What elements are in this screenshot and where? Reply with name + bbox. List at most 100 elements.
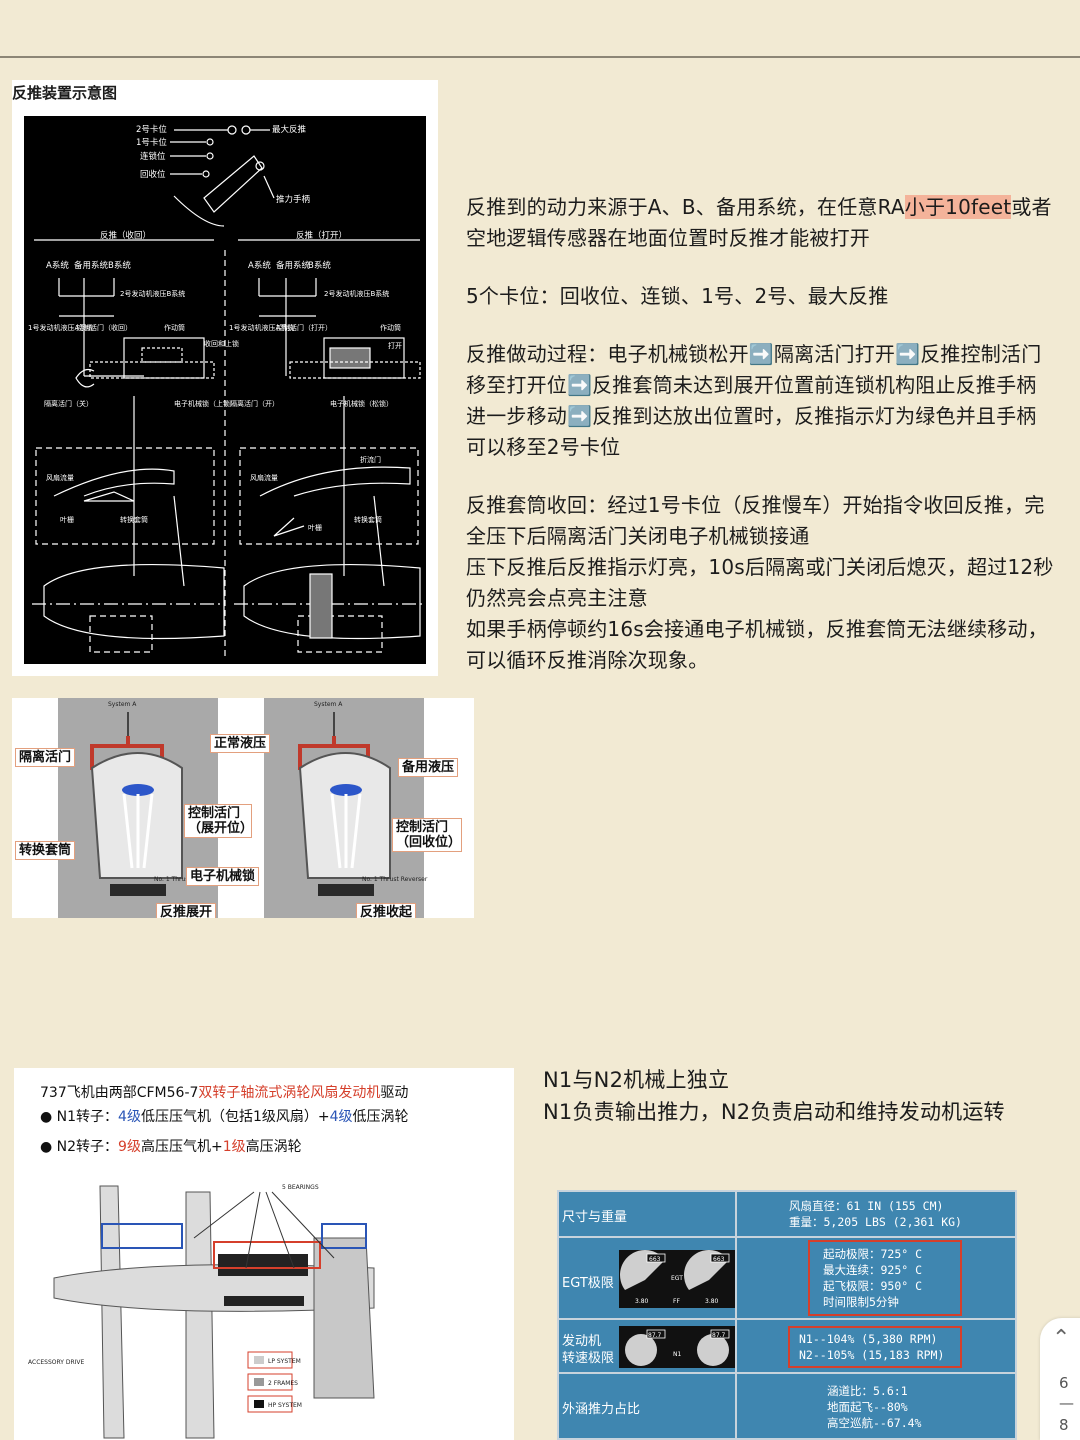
n2-e: 高压涡轮 — [245, 1139, 302, 1155]
right-sys-b: B系统 — [308, 260, 331, 271]
label-normal-hydraulic: 正常液压 — [210, 734, 271, 753]
n1-rotor-line: ● N1转子：4级低压压气机（包括1级风扇）+4级低压涡轮 — [40, 1106, 409, 1126]
row-size-value-1: 风扇直径：61 IN (155 CM) — [789, 1199, 944, 1213]
left-lbl-stowlock: 收回和上锁 — [204, 339, 239, 348]
egt-max-continuous: 最大连续：925° C — [823, 1263, 923, 1277]
engine-title-b: 驱动 — [380, 1085, 409, 1101]
lever-label-max: 最大反推 — [272, 124, 307, 135]
reverser-notes: 反推到的动力来源于A、B、备用系统，在任意RA小于10feet或者空地逻辑传感器… — [466, 192, 1056, 676]
n2-d: 1级 — [222, 1139, 246, 1155]
engine-figure: 737飞机由两部CFM56-7双转子轴流式涡轮风扇发动机驱动 ● N1转子：4级… — [14, 1068, 514, 1440]
right-lbl-isolation: 隔离活门（开） — [230, 399, 279, 408]
left-lbl-isolation: 隔离活门（关） — [44, 399, 93, 408]
hydraulic-diagram-figure: System A System A No. 1 Thrust Reverser … — [12, 698, 474, 918]
egt-limits-box — [808, 1240, 962, 1316]
bypass-takeoff: 地面起飞--80% — [827, 1400, 908, 1414]
right-lbl-control: 控制活门（打开） — [276, 323, 332, 332]
legend-frames: 2 FRAMES — [268, 1380, 298, 1387]
row-bypass-label: 外涵推力占比 — [562, 1402, 641, 1417]
left-sys-standby: 备用系统 — [74, 260, 109, 271]
lever-label-stow: 回收位 — [140, 169, 166, 180]
row-egt-label: EGT极限 — [562, 1276, 614, 1291]
engine-title-red: 双转子轴流式涡轮风扇发动机 — [198, 1085, 381, 1101]
chevron-up-icon[interactable]: ⌃ — [1052, 1326, 1071, 1351]
caption-stow: 反推收起 — [356, 903, 417, 918]
n1-readout-left: 87.7 — [648, 1332, 662, 1339]
left-lbl-control: 控制活门（收回） — [76, 323, 132, 332]
n2-a: ● N2转子： — [40, 1139, 119, 1155]
row-speed-label-1: 发动机 — [562, 1334, 602, 1349]
left-lbl-actuator: 作动筒 — [164, 323, 185, 332]
n1-center-label: N1 — [673, 1351, 681, 1358]
page-scroller[interactable]: ⌃ 6 — 8 — [1040, 1318, 1080, 1440]
left-systema-label: System A — [108, 701, 137, 708]
label-control-valve-stow: 控制活门（回收位） — [392, 818, 462, 852]
rotor-notes: N1与N2机械上独立 N1负责输出推力，N2负责启动和维持发动机运转 — [543, 1064, 1063, 1128]
ff-right: 3.80 — [705, 1298, 719, 1305]
right-lbl-cascade: 叶栅 — [308, 523, 322, 532]
right-sys-standby: 备用系统 — [276, 260, 311, 271]
left-sys-b: B系统 — [108, 260, 131, 271]
figure-caption: 反推装置示意图 — [12, 84, 118, 102]
engine-spec-table: 尺寸与重量 风扇直径：61 IN (155 CM) 重量：5,205 LBS (… — [557, 1190, 1017, 1440]
egt-readout-left: 663 — [649, 1256, 661, 1263]
n1-c: 低压压气机（包括1级风扇）+ — [140, 1109, 330, 1125]
right-lbl-sleeve: 转换套筒 — [354, 515, 382, 524]
n1-e: 低压涡轮 — [352, 1109, 409, 1125]
n1-b: 4级 — [118, 1109, 141, 1125]
right-lbl-open: 打开 — [388, 341, 402, 350]
egt-center-label: EGT — [671, 1275, 683, 1282]
bypass-cruise: 高空巡航--67.4% — [827, 1416, 922, 1430]
right-systema-label: System A — [314, 701, 343, 708]
label-translating-sleeve: 转换套筒 — [15, 841, 76, 860]
egt-time-limit: 时间限制5分钟 — [823, 1295, 899, 1309]
note-detents: 5个卡位：回收位、连锁、1号、2号、最大反推 — [466, 284, 889, 308]
left-lbl-eng1: 1号发动机液压A系统 — [28, 323, 93, 332]
n2-b: 9级 — [118, 1139, 141, 1155]
row-speed-label-2: 转速极限 — [562, 1351, 615, 1366]
engine-title: 737飞机由两部CFM56-7双转子轴流式涡轮风扇发动机驱动 — [40, 1082, 408, 1102]
right-sys-a: A系统 — [248, 260, 271, 271]
n1-readout-right: 87.7 — [712, 1332, 726, 1339]
lever-label-handle: 推力手柄 — [276, 194, 311, 205]
rotor-note-2: N1负责输出推力，N2负责启动和维持发动机运转 — [543, 1100, 1005, 1124]
label-control-valve-deploy: 控制活门（展开位） — [184, 804, 253, 838]
note-highlight: 小于10feet — [904, 195, 1012, 219]
ff-label: FF — [673, 1298, 680, 1305]
speed-limits-box — [788, 1326, 962, 1368]
right-lbl-fanflow: 风扇流量 — [250, 473, 278, 482]
n1-a: ● N1转子： — [40, 1109, 119, 1125]
n1-gauge: 87.7 87.7 N1 — [619, 1326, 735, 1368]
note-stow-process: 反推套筒收回：经过1号卡位（反推慢车）开始指令收回反推，完全压下后隔离活门关闭电… — [466, 490, 1056, 676]
legend-hp: HP SYSTEM — [268, 1402, 302, 1409]
schematic-svg: 2号卡位 1号卡位 连锁位 回收位 最大反推 推力手柄 反推（收回） 反推（打开… — [28, 124, 422, 656]
n2-c: 高压压气机+ — [140, 1139, 223, 1155]
left-diagram-title: 反推（收回） — [100, 230, 151, 241]
page-current: 6 — [1059, 1374, 1069, 1392]
right-lbl-eng1: 1号发动机液压A系统 — [229, 323, 294, 332]
top-divider — [0, 56, 1080, 58]
note-power-source-b: 或者空地逻辑传感器在地面位置时反推才能被打开 — [466, 195, 1052, 250]
label-isolation-valve: 隔离活门 — [15, 748, 76, 767]
n2-rotor-line: ● N2转子：9级高压压气机+1级高压涡轮 — [40, 1136, 302, 1156]
note-stow-line2: 压下反推后反推指示灯亮，10s后隔离或门关闭后熄灭，超过12秒仍然亮会点亮主注意 — [466, 555, 1054, 610]
egt-gauge: 663 663 EGT 3.80 FF 3.80 — [619, 1250, 735, 1308]
label-eml: 电子机械锁 — [186, 867, 260, 886]
ff-left: 3.80 — [635, 1298, 649, 1305]
bypass-ratio: 涵道比：5.6:1 — [827, 1384, 908, 1398]
note-power-source-a: 反推到的动力来源于A、B、备用系统，在任意RA — [466, 195, 905, 219]
left-lbl-sleeve: 转换套筒 — [120, 515, 148, 524]
engine-title-a: 737飞机由两部CFM56-7 — [40, 1085, 199, 1101]
egt-readout-right: 663 — [713, 1256, 725, 1263]
lever-label-1: 1号卡位 — [136, 137, 167, 148]
right-lbl-eng2: 2号发动机液压B系统 — [324, 289, 389, 298]
right-lbl-eml: 电子机械锁（松锁） — [330, 399, 393, 408]
left-lbl-eml: 电子机械锁（上锁） — [174, 399, 237, 408]
legend-lp: LP SYSTEM — [268, 1358, 301, 1365]
right-lbl-blocker: 折流门 — [360, 455, 381, 464]
lever-label-2: 2号卡位 — [136, 124, 167, 135]
page-separator: — — [1059, 1394, 1074, 1412]
n1-d: 4级 — [329, 1109, 353, 1125]
row-size-value-2: 重量：5,205 LBS (2,361 KG) — [789, 1215, 962, 1229]
note-deploy-process: 反推做动过程：电子机械锁松开➡️隔离活门打开➡️反推控制活门移至打开位➡️反推套… — [466, 342, 1042, 459]
